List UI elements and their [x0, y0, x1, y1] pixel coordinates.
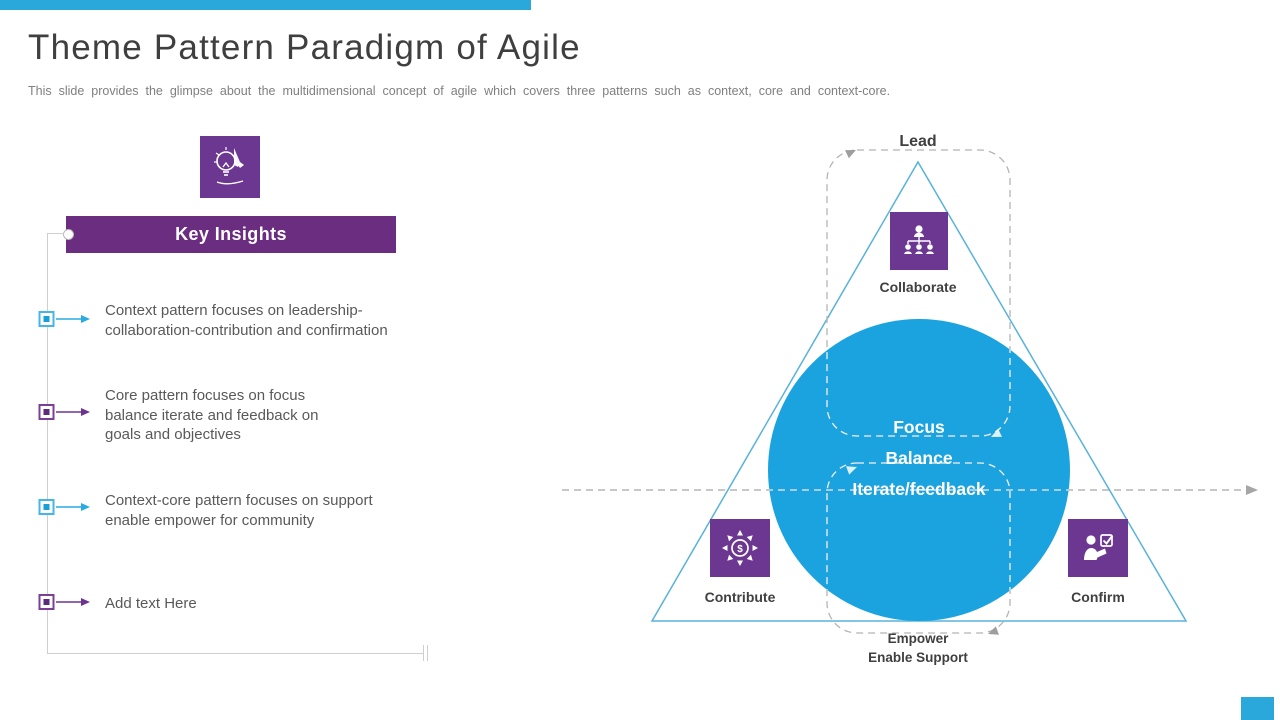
center-circle	[768, 319, 1070, 621]
empower-enable-support-label: Empower Enable Support	[868, 631, 968, 665]
circle-text-line: Balance	[885, 448, 953, 468]
bullet-marker-icon	[38, 498, 92, 516]
page-title: Theme Pattern Paradigm of Agile	[28, 28, 581, 67]
team-hierarchy-icon	[904, 225, 934, 254]
lead-label: Lead	[899, 133, 937, 150]
svg-text:$: $	[737, 544, 743, 555]
circle-text-line: Focus	[893, 417, 945, 437]
connector-line-bottom	[47, 653, 424, 654]
bullet-text: Context-core pattern focuses on support …	[105, 492, 373, 529]
bullet-text: Add text Here	[105, 595, 197, 612]
contribute-card: $	[710, 519, 770, 577]
circle-text: Focus Balance Iterate/feedback	[818, 412, 1020, 505]
person-check-icon	[1084, 534, 1114, 560]
banner-anchor-dot	[63, 229, 74, 240]
confirm-label: Confirm	[1071, 589, 1125, 605]
bullet-marker-icon	[38, 593, 92, 611]
collaborate-card	[890, 212, 948, 270]
key-insights-banner: Key Insights	[66, 216, 396, 253]
dollar-share-icon: $	[722, 530, 758, 566]
bullet-marker-icon	[38, 403, 92, 421]
bottom-right-accent-block	[1241, 697, 1274, 720]
axis-arrowhead	[1246, 485, 1258, 495]
contribute-label: Contribute	[704, 589, 776, 605]
top-accent-bar	[0, 0, 531, 10]
idea-bulb-icon	[214, 147, 244, 185]
bullet-text: Core pattern focuses on focus balance it…	[105, 387, 319, 443]
confirm-card	[1068, 519, 1128, 577]
connector-line-to-banner	[47, 233, 64, 234]
loop-arrowhead	[845, 150, 856, 159]
connector-line-vertical	[47, 233, 48, 653]
page-subtitle: This slide provides the glimpse about th…	[28, 84, 891, 98]
agile-triangle-diagram	[562, 149, 1258, 635]
loop-arrowhead	[991, 428, 1002, 437]
circle-text-line: Iterate/feedback	[852, 479, 986, 499]
loop-arrowhead	[846, 466, 857, 475]
connector-end-tick	[427, 645, 428, 661]
connector-end-tick	[423, 645, 424, 661]
idea-icon-card	[200, 136, 260, 198]
bullet-text: Context pattern focuses on leadership- c…	[105, 302, 388, 339]
bullet-marker-icon	[38, 310, 92, 328]
collaborate-label: Collaborate	[879, 279, 957, 295]
loop-arrowhead	[988, 626, 999, 635]
